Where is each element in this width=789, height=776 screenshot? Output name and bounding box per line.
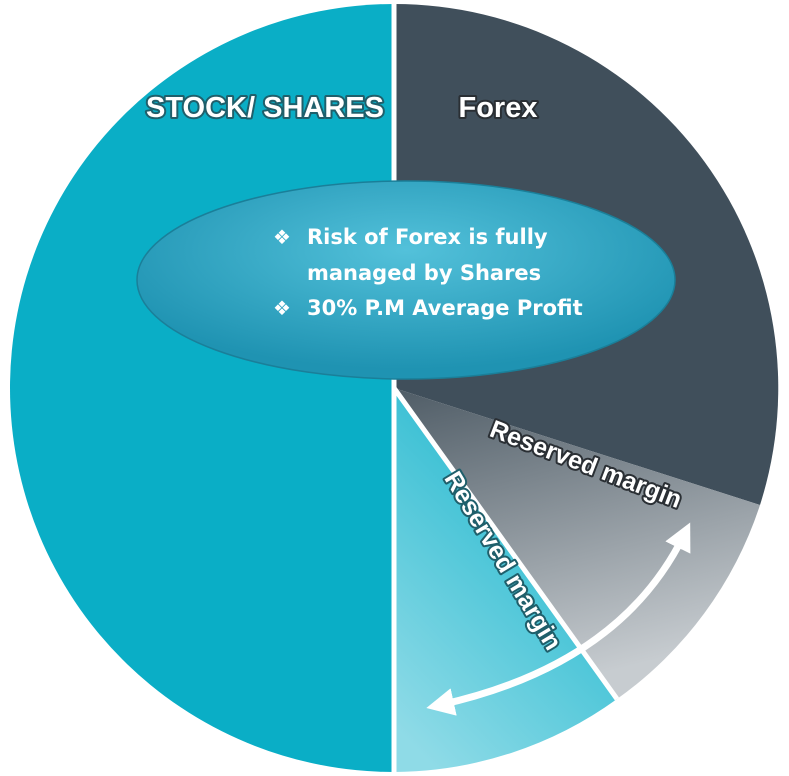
curved-double-arrow-icon: [426, 522, 691, 716]
bullet-diamond-icon: ❖: [273, 296, 291, 320]
bullet-diamond-icon: ❖: [273, 225, 291, 249]
callout-bubble: [136, 180, 676, 380]
callout-line-1: Risk of Forex is fully: [307, 225, 548, 249]
callout-line-2: managed by Shares: [307, 261, 541, 285]
callout-line-3: 30% P.M Average Profit: [307, 296, 583, 320]
forex-label: Forex: [459, 92, 538, 124]
stock-shares-label: STOCK/ SHARES: [146, 92, 384, 124]
